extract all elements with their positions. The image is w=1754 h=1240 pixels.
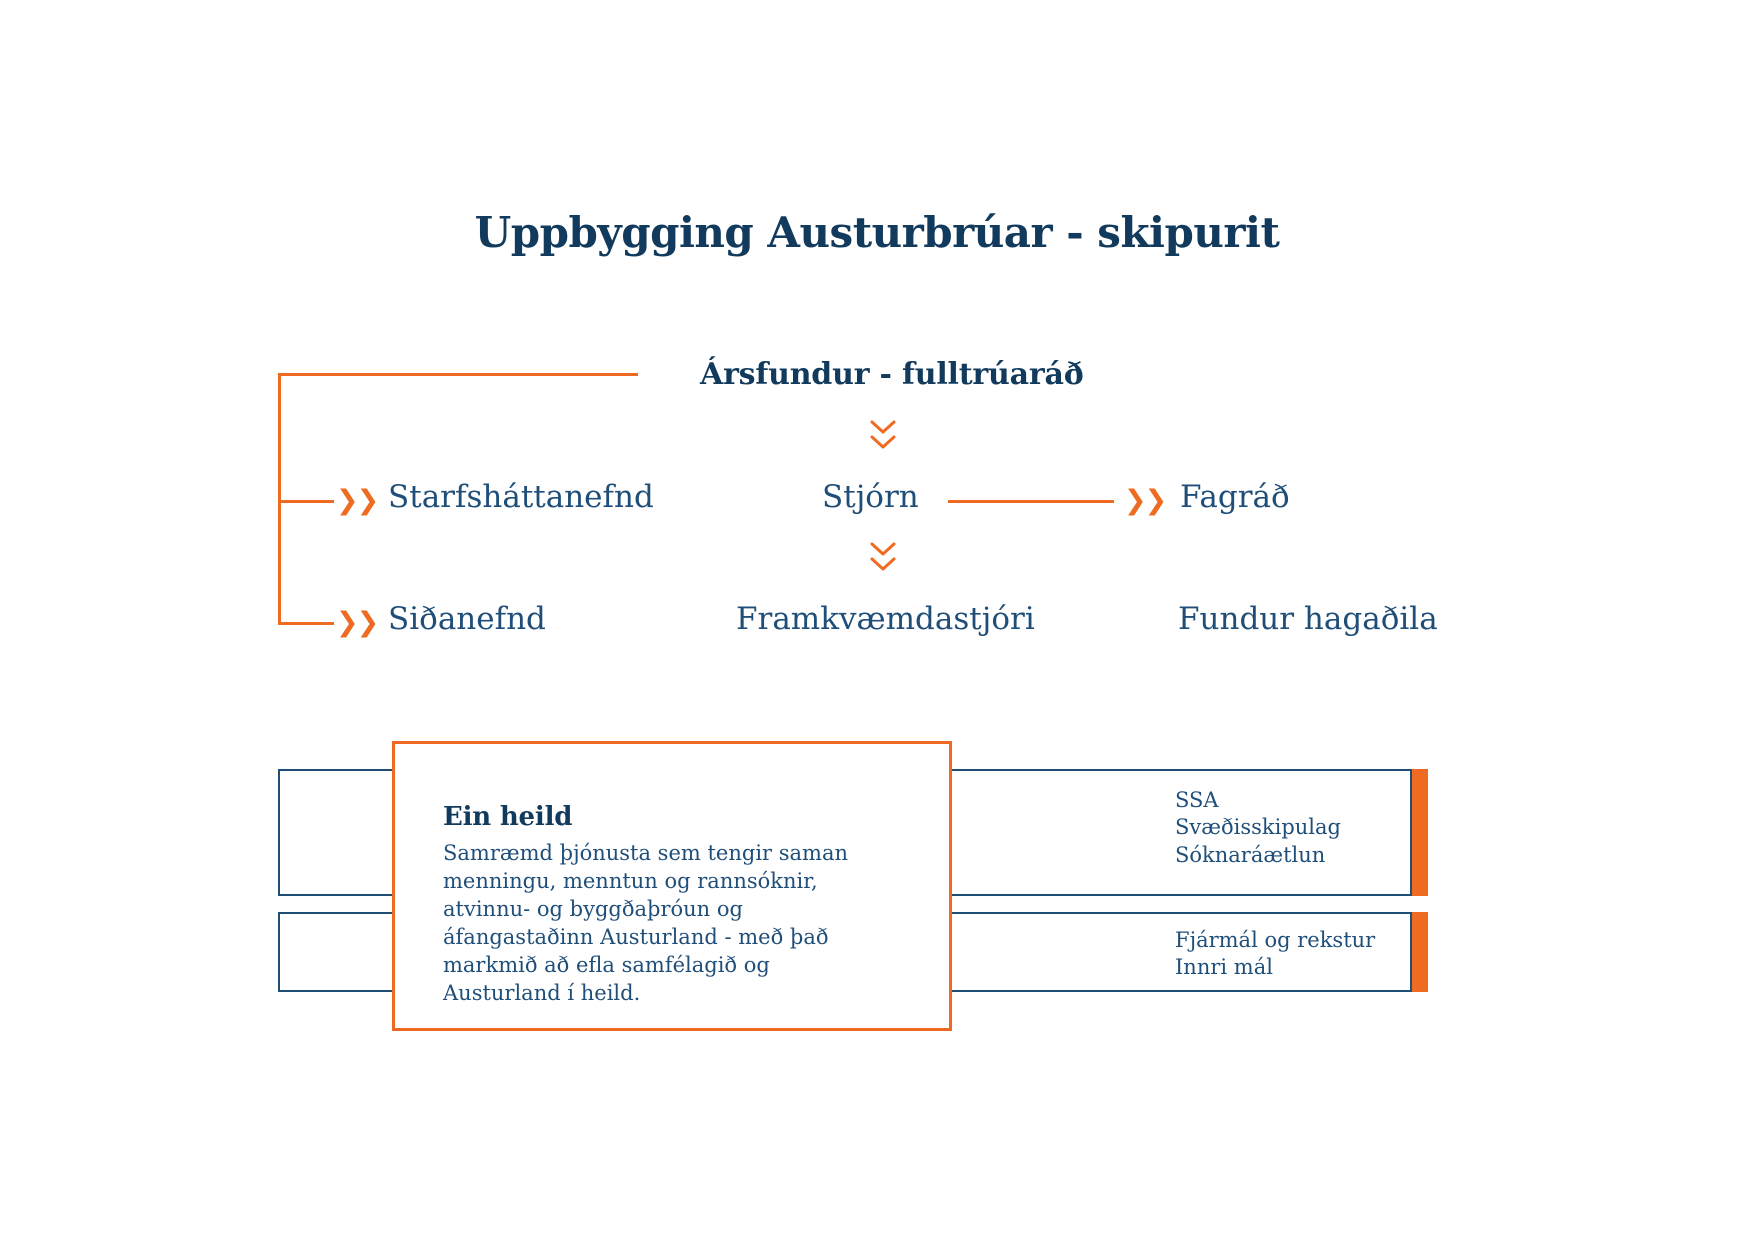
connector-stjorn-to-fagrad [948, 500, 1114, 503]
chevron-down-double-icon [866, 416, 900, 454]
node-framkvaemdastjori[interactable]: Framkvæmdastjóri [736, 601, 1035, 637]
node-stjorn[interactable]: Stjórn [822, 479, 919, 515]
accent-bar-right-top [1412, 769, 1428, 896]
bracket-stub-top [278, 373, 638, 376]
page-title: Uppbygging Austurbrúar - skipurit [474, 208, 1280, 257]
node-starfshattanefnd[interactable]: Starfsháttanefnd [388, 479, 654, 515]
node-fundur-hagadila[interactable]: Fundur hagaðila [1178, 601, 1438, 637]
accent-bar-right-bottom [1412, 912, 1428, 992]
bracket-vertical-line [278, 373, 281, 625]
chevron-right-double-icon-starfshattanefnd: ❯❯ [336, 485, 379, 516]
node-arsfundur[interactable]: Ársfundur - fulltrúaráð [700, 357, 1084, 392]
chevron-right-double-icon-sidanefnd: ❯❯ [336, 607, 379, 638]
overlay-card-body: Samræmd þjónusta sem tengir saman mennin… [443, 841, 848, 1005]
bracket-stub-middle [278, 500, 334, 503]
bracket-stub-bottom [278, 622, 334, 625]
panel-2-text: Fjármál og rekstur Innri mál [1175, 928, 1376, 980]
panel-1-text: SSA Svæðisskipulag Sóknaráætlun [1175, 788, 1341, 867]
chevron-right-double-icon-fagrad: ❯❯ [1124, 485, 1167, 516]
overlay-card-title: Ein heild [443, 802, 573, 832]
chevron-down-double-icon-lower [866, 538, 900, 576]
overlay-card[interactable]: Ein heild Samræmd þjónusta sem tengir sa… [392, 741, 952, 1031]
node-fagrad[interactable]: Fagráð [1180, 479, 1290, 515]
node-sidanefnd[interactable]: Siðanefnd [388, 601, 546, 637]
